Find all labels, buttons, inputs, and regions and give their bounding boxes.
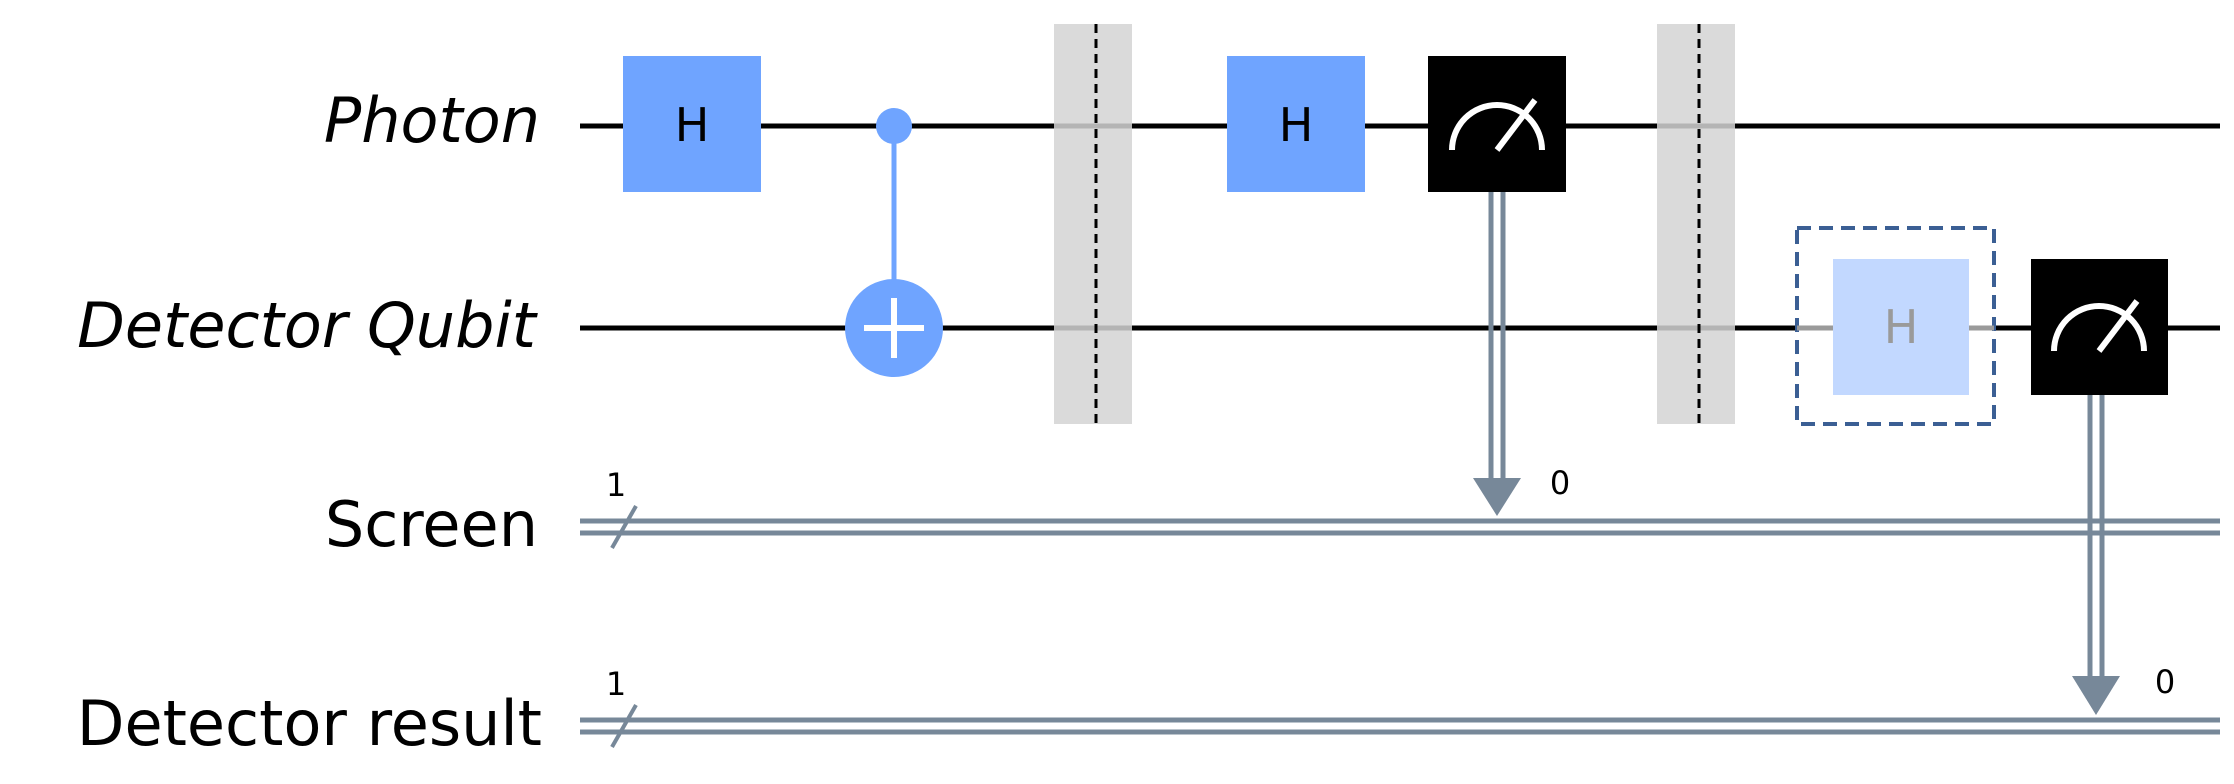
measure-photon-bit-index: 0	[1550, 464, 1570, 502]
h-gate-photon-1-label: H	[675, 98, 710, 152]
meter-icon	[2051, 299, 2147, 353]
h-gate-photon-1[interactable]: H	[623, 56, 761, 192]
h-gate-detector-ghost[interactable]: H	[1795, 226, 1996, 426]
screen-classical-wire	[580, 518, 2220, 536]
detector-result-wire-label: Detector result	[77, 687, 542, 760]
cnot-gate[interactable]	[845, 108, 943, 377]
screen-bus-width: 1	[606, 466, 626, 504]
detector-result-bus-slash	[610, 704, 638, 748]
h-gate-photon-2[interactable]: H	[1227, 56, 1365, 192]
barrier-1	[1054, 24, 1132, 424]
meter-icon	[1449, 98, 1545, 152]
detector-result-bus-width: 1	[606, 665, 626, 703]
photon-wire-label: Photon	[324, 84, 540, 157]
cnot-control-dot	[876, 108, 912, 144]
measure-photon-link	[1473, 192, 1521, 516]
measure-detector[interactable]: 0	[2031, 259, 2175, 715]
screen-bus-slash	[610, 505, 638, 549]
h-gate-detector-ghost-label: H	[1884, 300, 1919, 354]
detector-result-classical-wire	[580, 717, 2220, 735]
barrier-2	[1657, 24, 1735, 424]
measure-detector-bit-index: 0	[2155, 663, 2175, 701]
measure-photon[interactable]: 0	[1428, 56, 1570, 516]
detector-qubit-wire-label: Detector Qubit	[77, 289, 539, 362]
plus-circle-icon	[845, 279, 943, 377]
h-gate-photon-2-label: H	[1279, 98, 1314, 152]
measure-detector-link	[2072, 394, 2120, 715]
screen-wire-label: Screen	[325, 488, 538, 561]
